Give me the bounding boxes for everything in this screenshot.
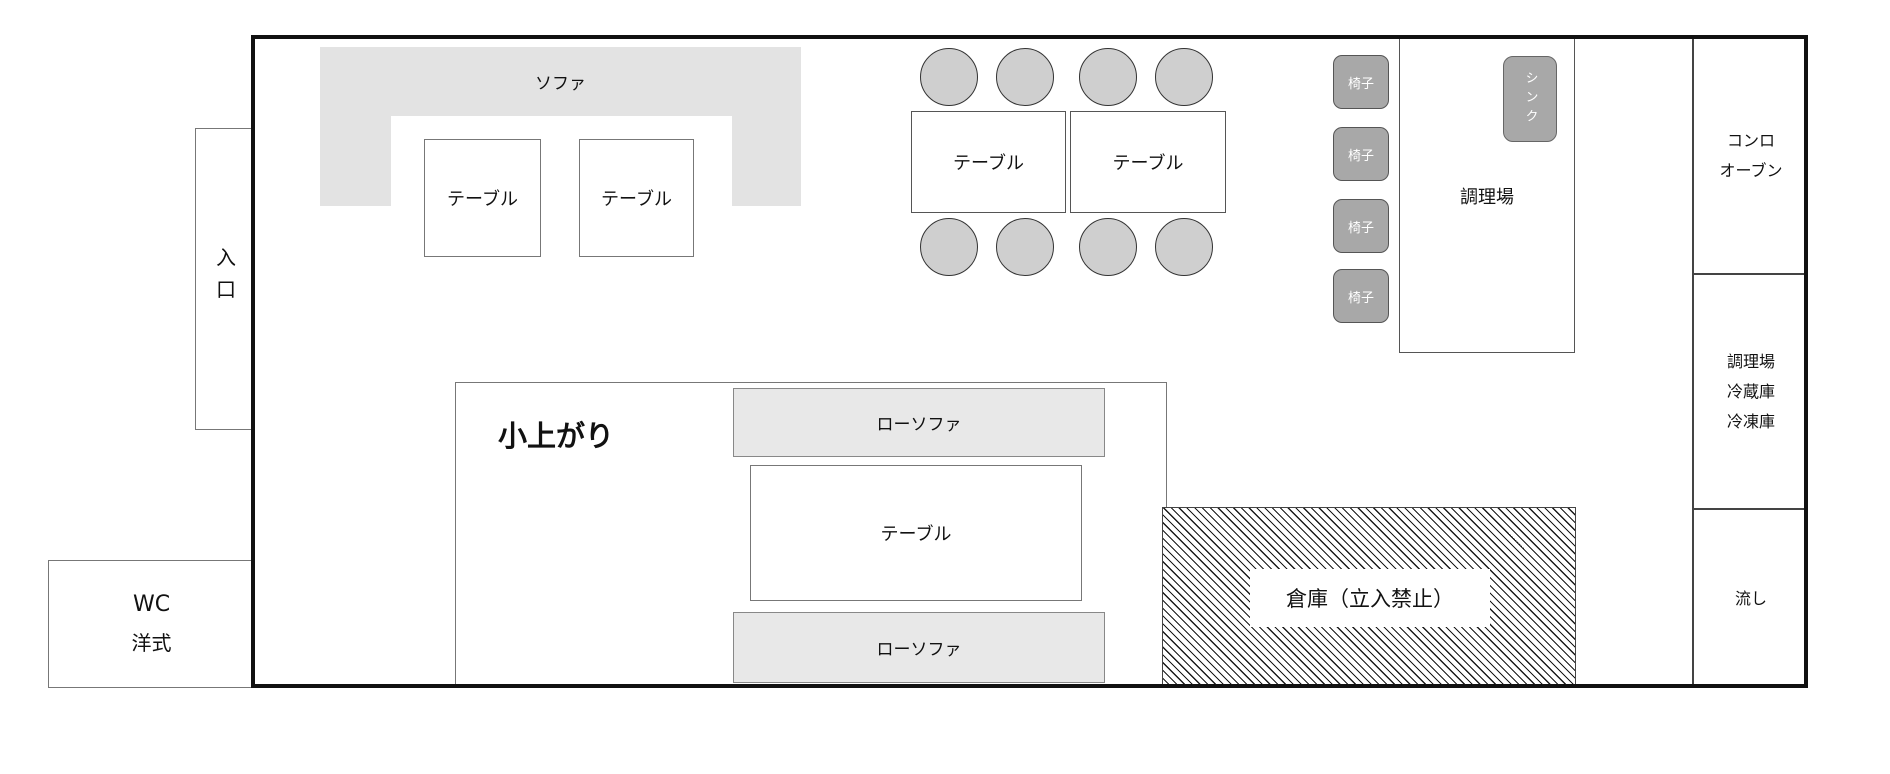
chair-1-label: 椅子 [1347, 76, 1374, 92]
seat-circle [920, 48, 978, 106]
sofa-table-2: テーブル [579, 139, 694, 257]
seat-circle [1155, 48, 1213, 106]
chair-2-label: 椅子 [1347, 148, 1374, 164]
storage-label-box: 倉庫（立入禁止） [1250, 569, 1490, 627]
low-sofa-bottom: ローソファ [733, 612, 1105, 683]
seat-circle [920, 218, 978, 276]
sofa-top-bar: ソファ [320, 47, 801, 116]
koagari-table-label: テーブル [880, 524, 952, 545]
sofa-label: ソファ [535, 74, 586, 94]
fridge-label: 冷蔵庫 [1726, 381, 1775, 401]
dining-table-2-label: テーブル [1112, 153, 1184, 174]
wc-label: WC [132, 592, 171, 617]
dining-table-1-label: テーブル [953, 153, 1024, 174]
chair-4-label: 椅子 [1347, 290, 1374, 306]
kitchen-label: 調理場 [1726, 351, 1775, 371]
sofa-table-2-label: テーブル [601, 189, 672, 210]
entrance-box: 入口 [195, 128, 255, 430]
chair-2: 椅子 [1333, 127, 1389, 181]
seat-circle [1155, 218, 1213, 276]
chair-3: 椅子 [1333, 199, 1389, 253]
sofa-table-1: テーブル [424, 139, 541, 257]
washing-sink-section: 流し [1694, 508, 1808, 688]
service-column: コンロ オーブン 調理場 冷蔵庫 冷凍庫 流し [1692, 39, 1808, 688]
seat-circle [996, 48, 1054, 106]
sofa-left-arm [320, 116, 391, 206]
low-sofa-bottom-label: ローソファ [876, 640, 962, 660]
stove-oven-section: コンロ オーブン [1694, 39, 1808, 273]
koagari-label: 小上がり [498, 419, 615, 453]
entrance-label: 入口 [212, 247, 237, 311]
seat-circle [996, 218, 1054, 276]
seat-circle [1079, 218, 1137, 276]
chair-4: 椅子 [1333, 269, 1389, 323]
kitchen-area-label: 調理場 [1460, 186, 1514, 208]
dining-table-2: テーブル [1070, 111, 1226, 213]
sofa-right-arm [732, 116, 801, 206]
dining-table-1: テーブル [911, 111, 1066, 213]
wc-box: WC 洋式 [48, 560, 255, 688]
sofa-table-1-label: テーブル [447, 189, 518, 210]
sink-box: シンク [1503, 56, 1557, 142]
oven-label: オーブン [1719, 161, 1783, 180]
sink-label: シンク [1522, 70, 1538, 128]
stove-label: コンロ [1726, 131, 1775, 150]
low-sofa-top: ローソファ [733, 388, 1105, 457]
kitchen-fridge-freezer-section: 調理場 冷蔵庫 冷凍庫 [1694, 273, 1808, 508]
washing-sink-label: 流し [1734, 589, 1767, 608]
freezer-label: 冷凍庫 [1726, 411, 1775, 431]
wc-style-label: 洋式 [131, 631, 172, 655]
storage-label: 倉庫（立入禁止） [1286, 587, 1454, 611]
seat-circle [1079, 48, 1137, 106]
chair-1: 椅子 [1333, 55, 1389, 109]
storage-area: 倉庫（立入禁止） [1162, 507, 1576, 688]
low-sofa-top-label: ローソファ [876, 415, 962, 435]
koagari-table: テーブル [750, 465, 1082, 601]
chair-3-label: 椅子 [1347, 220, 1374, 236]
